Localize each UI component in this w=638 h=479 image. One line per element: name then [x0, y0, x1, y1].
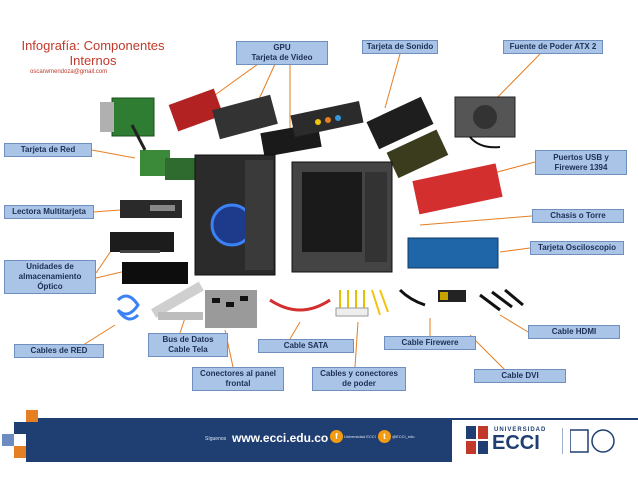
follow-us-label: Síguenos [205, 436, 227, 442]
ribbon-cable-image [151, 281, 204, 320]
label-card-reader: Lectora Multitarjeta [4, 205, 94, 219]
components-illustration [100, 88, 524, 328]
optical-drive-images [110, 232, 188, 284]
pc-tower-open-image [291, 161, 393, 273]
twitter-icon[interactable]: t [378, 430, 391, 443]
decor-square-navy [14, 422, 26, 434]
arrow-red [91, 149, 136, 159]
arrow-gpu-1 [214, 63, 259, 96]
decor-square-orange-2 [14, 446, 26, 458]
pc-tower-front-image [194, 154, 276, 276]
power-supply-image [454, 96, 516, 149]
decor-square-orange [26, 410, 38, 422]
label-sata: Cable SATA [258, 339, 354, 353]
arrow-sata [289, 321, 301, 340]
label-power-supply: Fuente de Poder ATX 2 [503, 40, 603, 54]
arrow-hdmi [499, 314, 529, 333]
arrow-bus [179, 317, 186, 334]
logo-divider [562, 428, 563, 454]
arrow-lectora [92, 209, 121, 213]
label-front-panel-connectors: Conectores al panel frontal [192, 367, 284, 391]
oscilloscope-card-image [407, 237, 499, 269]
label-gpu: GPU Tarjeta de Video [236, 41, 328, 65]
front-panel-connectors-image [205, 290, 257, 328]
label-network-card: Tarjeta de Red [4, 143, 92, 157]
power-connectors-image [335, 289, 389, 317]
card-reader-image [120, 200, 182, 218]
title-line-1: Infografía: Componentes [21, 38, 165, 53]
arrow-cables-poder [354, 321, 359, 368]
twitter-handle: @ECCI_edu [392, 434, 415, 439]
label-oscilloscope: Tarjeta Osciloscopio [530, 241, 624, 255]
university-name: ECCI [492, 432, 540, 454]
sound-card-images [290, 96, 449, 179]
arrow-sonido [384, 53, 401, 109]
arrow-cables-red [79, 324, 116, 348]
label-network-cables: Cables de RED [14, 344, 104, 358]
label-hdmi: Cable HDMI [528, 325, 620, 339]
label-chassis: Chasis o Torre [532, 209, 624, 223]
arrow-osciloscopio [499, 247, 531, 253]
network-card-image [100, 97, 205, 180]
label-power-cables: Cables y conectores de poder [312, 367, 406, 391]
accreditation-seal-icon [570, 429, 615, 453]
university-label: UNIVERSIDAD [494, 427, 547, 433]
label-firewire-cable: Cable Firewere [384, 336, 476, 350]
facebook-handle: Universidad ECCI [344, 434, 376, 439]
arrow-chasis [419, 215, 533, 226]
label-dvi: Cable DVI [474, 369, 566, 383]
ecci-logo-icon [466, 426, 488, 454]
decor-square-blue [2, 434, 14, 446]
label-usb-firewire: Puertos USB y Firewere 1394 [535, 150, 627, 175]
cables-firewire-dvi-hdmi-image [398, 288, 524, 312]
label-ribbon-bus: Bus de Datos Cable Tela [148, 333, 228, 357]
author-email: oscarwmendoza@gmail.com [30, 69, 108, 75]
website-link[interactable]: www.ecci.edu.co [232, 431, 329, 445]
network-cable-image [116, 294, 140, 321]
infographic-title: Infografía: Componentes Internos [18, 38, 168, 68]
facebook-icon[interactable]: f [330, 430, 343, 443]
usb-firewire-card-image [412, 163, 503, 215]
sata-cable-image [269, 298, 331, 312]
title-line-2: Internos [69, 53, 117, 68]
label-optical-storage: Unidades de almacenamiento Óptico [4, 260, 96, 294]
label-sound-card: Tarjeta de Sonido [362, 40, 438, 54]
